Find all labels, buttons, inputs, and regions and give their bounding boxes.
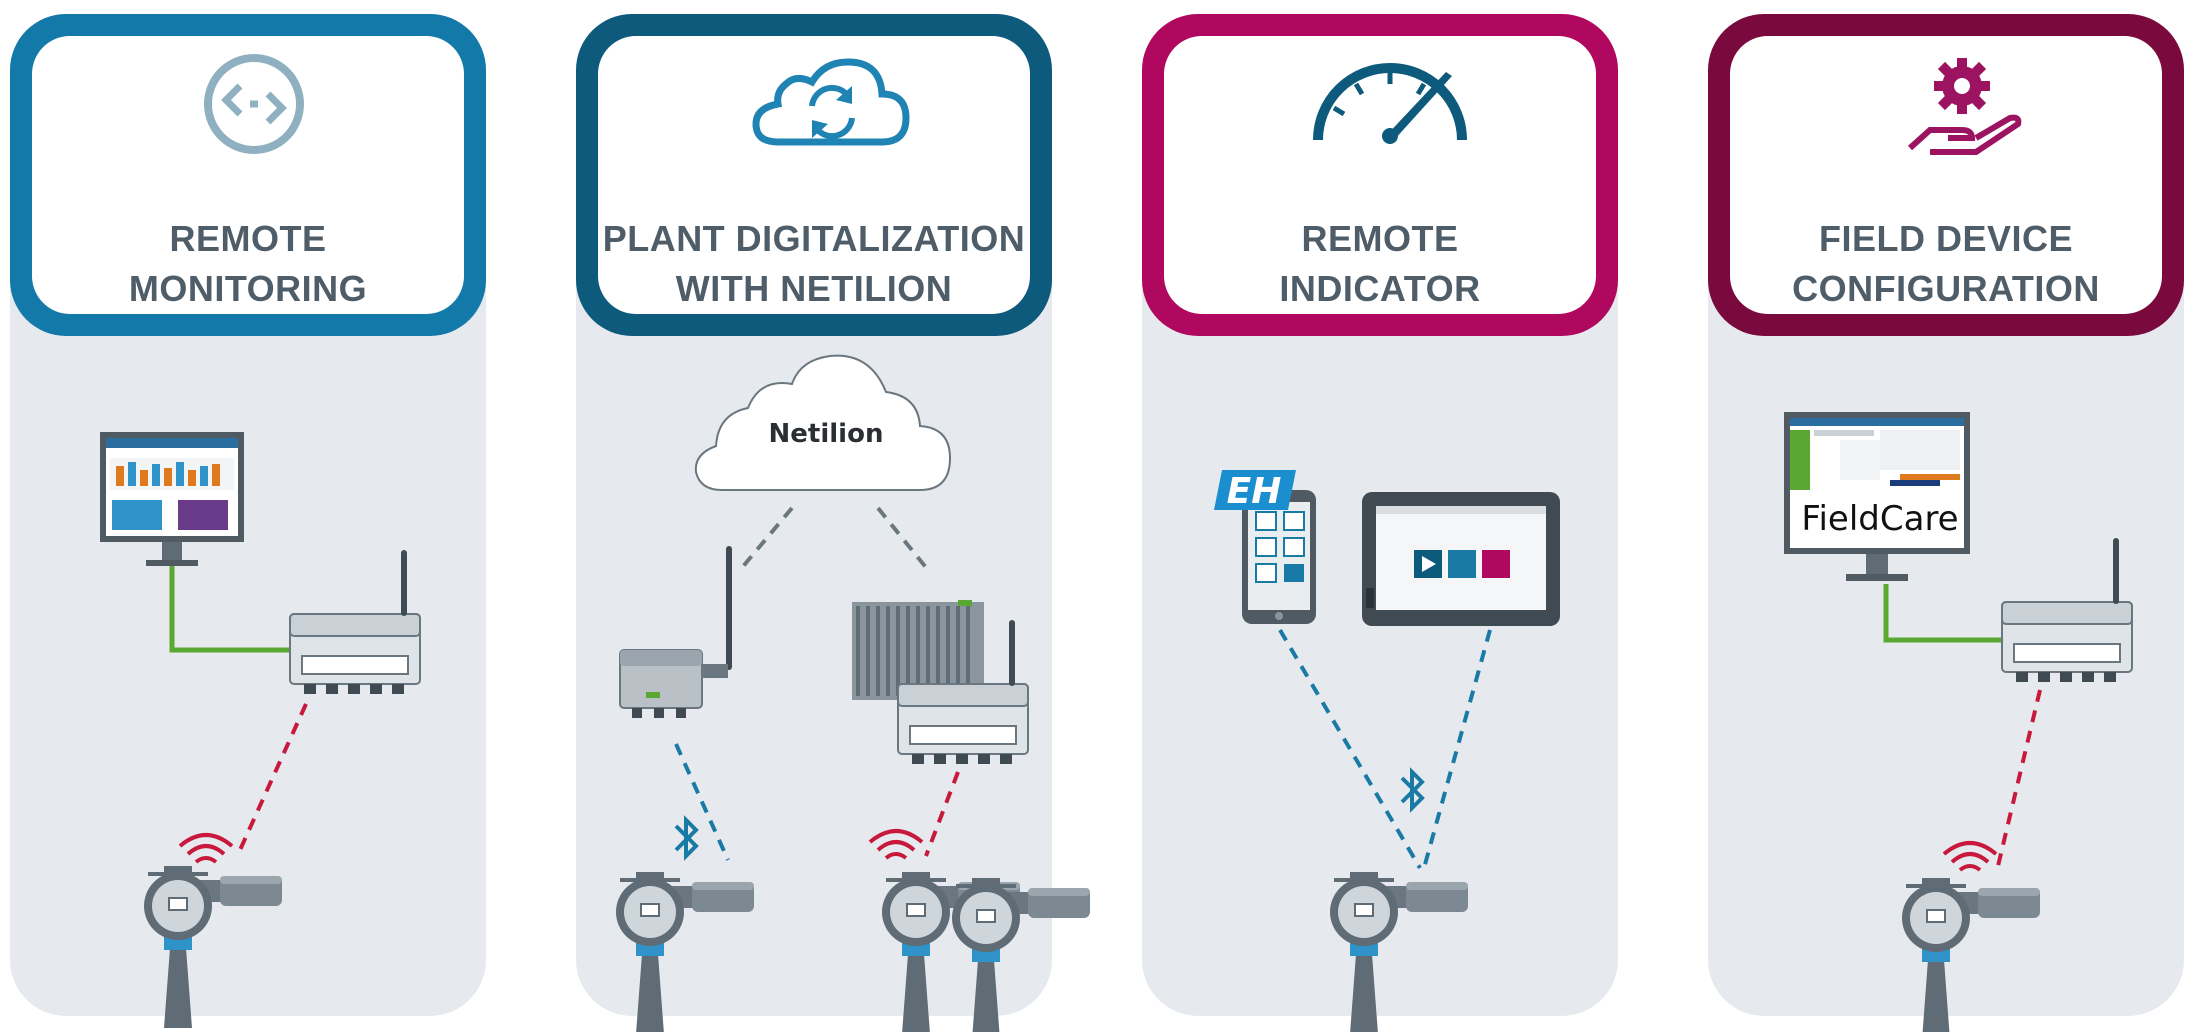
title-remote-indicator: REMOTE INDICATOR bbox=[1279, 218, 1481, 309]
wifi-icon-3 bbox=[1942, 841, 1998, 872]
wired-link-2 bbox=[1883, 584, 2002, 643]
bluetooth-gateway bbox=[619, 546, 732, 718]
title-plant-digitalization: PLANT DIGITALIZATION WITH NETILION bbox=[602, 218, 1026, 309]
eh-logo: EH bbox=[1214, 470, 1296, 512]
level-transmitter-4 bbox=[951, 877, 1091, 1032]
title-field-device-configuration: FIELD DEVICE CONFIGURATION bbox=[1792, 218, 2100, 309]
header-remote-monitoring: REMOTE MONITORING bbox=[10, 14, 486, 336]
svg-text:EH: EH bbox=[1227, 471, 1282, 512]
wireless-link-3 bbox=[1996, 689, 2042, 867]
cloud-link-right bbox=[876, 506, 930, 572]
remote-connection-icon bbox=[204, 54, 304, 154]
title-remote-monitoring: REMOTE MONITORING bbox=[128, 218, 368, 309]
monitor-device bbox=[100, 432, 244, 566]
bluetooth-link bbox=[674, 743, 730, 861]
speedometer-icon bbox=[1313, 63, 1467, 144]
bluetooth-icon-2 bbox=[1400, 770, 1424, 810]
level-transmitter bbox=[143, 865, 283, 1029]
cloud-label: Netilion bbox=[769, 419, 884, 449]
bluetooth-icon bbox=[674, 818, 698, 858]
gateway-device bbox=[289, 549, 421, 695]
level-transmitter-2 bbox=[615, 871, 755, 1032]
level-transmitter-5 bbox=[1329, 871, 1469, 1032]
gateway-device-3 bbox=[2001, 537, 2133, 683]
cloud-link-left bbox=[738, 506, 794, 572]
cloud-sync-icon bbox=[752, 58, 910, 146]
level-transmitter-6 bbox=[1901, 877, 2041, 1032]
gear-hand-icon bbox=[1907, 58, 2022, 155]
wifi-icon bbox=[178, 833, 234, 864]
bluetooth-link-phone bbox=[1278, 628, 1422, 870]
wifi-icon-2 bbox=[868, 829, 924, 860]
wireless-link bbox=[238, 703, 308, 851]
tablet-device bbox=[1362, 492, 1560, 626]
wired-link bbox=[169, 566, 290, 653]
bluetooth-link-tablet bbox=[1422, 629, 1492, 869]
smartphone-device bbox=[1242, 490, 1316, 624]
fieldcare-label: FieldCare bbox=[1801, 499, 1958, 539]
wireless-link-2 bbox=[924, 771, 960, 857]
header-plant-digitalization: PLANT DIGITALIZATION WITH NETILION bbox=[576, 14, 1052, 336]
netilion-cloud: Netilion bbox=[694, 354, 952, 491]
fieldcare-monitor: FieldCare bbox=[1784, 412, 1970, 581]
